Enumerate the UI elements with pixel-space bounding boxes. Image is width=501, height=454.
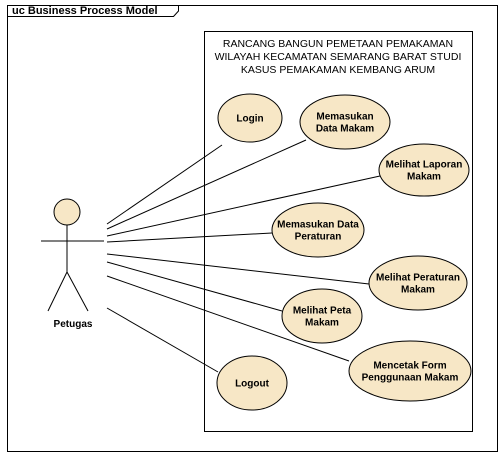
- association-memasukan-data-makam: [106, 139, 307, 230]
- use-case-label: Penggunaan Makam: [362, 373, 459, 384]
- system-title-line-3: KASUS PEMAKAMAN KEMBANG ARUM: [241, 64, 435, 76]
- association-melihat-peta-makam: [106, 261, 283, 312]
- use-case-ellipse: [217, 93, 283, 143]
- actor-head: [53, 198, 81, 226]
- use-case-label: Melihat Peraturan: [376, 273, 460, 284]
- use-case-label: Login: [236, 114, 263, 125]
- use-case-label: Peraturan: [295, 232, 342, 243]
- use-case-label: Logout: [235, 379, 270, 390]
- system-title-line-2: WILAYAH KECAMATAN SEMARANG BARAT STUDI: [215, 51, 462, 63]
- association-mencetak-form: [106, 275, 350, 362]
- use-case-label: Mencetak Form: [373, 361, 446, 372]
- actor-left-leg: [47, 271, 68, 312]
- frame-tab: [7, 5, 179, 17]
- frame-title: uc Business Process Model: [12, 5, 158, 17]
- association-melihat-peraturan-makam: [106, 253, 370, 285]
- association-login: [106, 144, 223, 225]
- use-case-label: Data Makam: [316, 124, 374, 135]
- use-case-ellipse: [216, 355, 288, 411]
- use-case-label: Makam: [305, 318, 339, 329]
- diagram-frame: [7, 5, 498, 452]
- use-case-ellipse: [299, 94, 391, 150]
- use-case-login[interactable]: Login: [217, 93, 283, 143]
- use-case-label: Makam: [401, 285, 435, 296]
- use-case-ellipse: [271, 202, 365, 258]
- use-case-ellipse: [281, 288, 363, 344]
- system-title-line-1: RANCANG BANGUN PEMETAAN PEMAKAMAN: [223, 38, 453, 50]
- associations: [106, 139, 381, 373]
- use-case-label: Memasukan: [316, 112, 373, 123]
- use-case-logout[interactable]: Logout: [216, 355, 288, 411]
- use-case-label: Melihat Laporan: [386, 160, 463, 171]
- association-melihat-laporan-makam: [106, 175, 381, 237]
- use-case-ellipse: [368, 255, 468, 311]
- actor-right-leg: [66, 271, 89, 312]
- association-memasukan-data-peraturan: [106, 232, 273, 243]
- use-case-label: Makam: [407, 172, 441, 183]
- use-case-label: Melihat Peta: [293, 306, 352, 317]
- use-case-label: Memasukan Data: [277, 220, 359, 231]
- use-case-ellipse: [378, 143, 470, 197]
- association-logout: [106, 307, 219, 373]
- actor-petugas[interactable]: Petugas: [41, 198, 104, 330]
- use-case-ellipse: [348, 340, 472, 402]
- actor-label: Petugas: [54, 319, 93, 330]
